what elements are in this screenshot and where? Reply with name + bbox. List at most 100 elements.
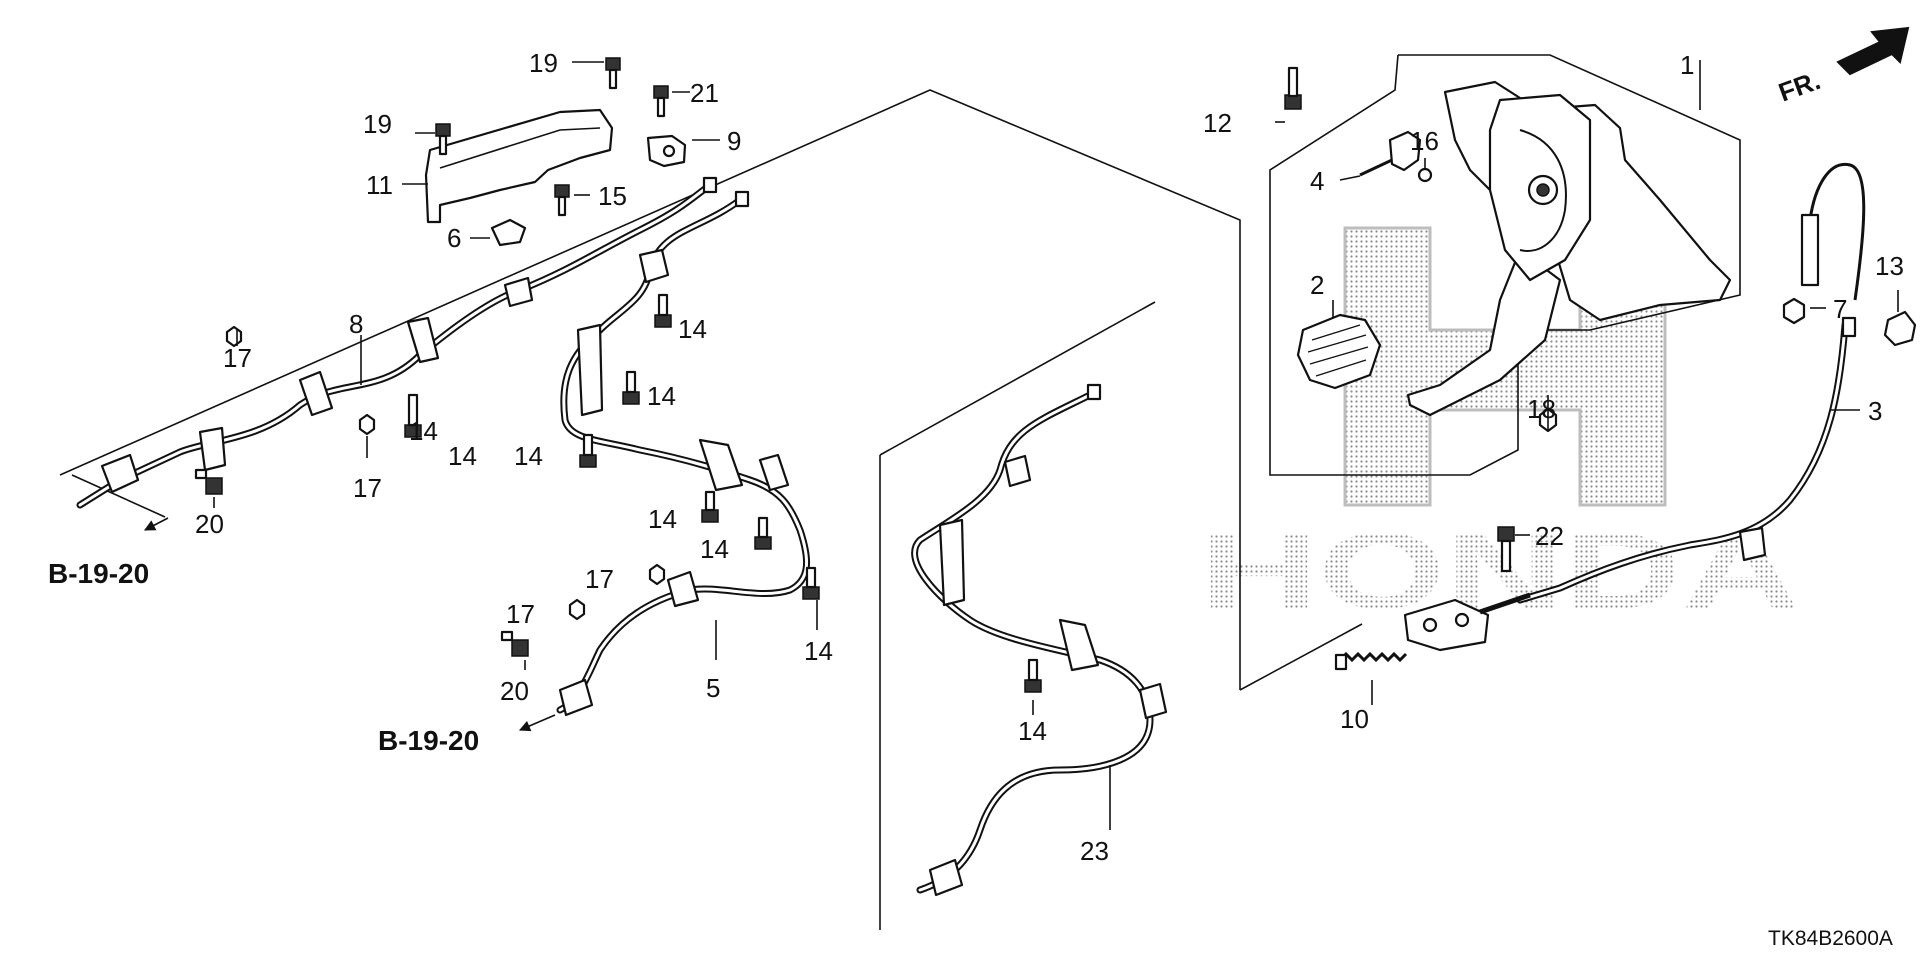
b1920-arrow-upper [144,517,169,531]
cable-3-upper-wire [1808,162,1866,301]
callout-17: 17 [223,343,252,373]
cable-5-bracket-a [576,323,604,417]
bolt-14-a [404,393,422,438]
cable-5 [556,190,811,717]
cover-plate-rib [439,127,601,169]
cable-5-bracket-b [698,438,744,492]
rear-cable-group-outline [59,89,1241,690]
pedal-assembly-outline [1269,54,1741,476]
fasteners [194,57,1917,693]
cable-23-end-bracket [928,858,964,897]
callout-19: 19 [529,48,558,78]
bolt-14-c [622,370,640,405]
cable-8 [76,176,718,509]
spring-10-end [1334,653,1348,671]
cable-5-bracket-c [758,453,790,492]
callout-16: 16 [1410,126,1439,156]
equalizer-assembly [1334,592,1531,671]
left-cable-leader [71,474,166,518]
callout-5: 5 [706,673,720,703]
cable-8-clip-b [298,370,334,417]
callout-20-b: 20 [500,676,529,706]
clip-16 [1417,167,1433,183]
bolt-14-d [579,433,597,468]
spring-10 [1338,651,1408,663]
cable-3-upper-end [1800,213,1820,287]
cable-23-end-fitting [1086,383,1102,401]
callout-22: 22 [1535,521,1564,551]
pedal-pad-ribs [1307,324,1369,377]
callout-15: 15 [598,181,627,211]
cable-5-clip-a [638,248,670,284]
bolt-12 [1284,66,1302,110]
switch-4 [1388,130,1422,172]
frame-lines [59,54,1741,930]
cable-5-end-bracket [558,678,594,717]
callout-6: 6 [447,223,461,253]
bolt-14-f [754,516,772,550]
front-arrow [1836,26,1910,76]
callout-7: 7 [1833,294,1847,324]
bolt-14-e [701,490,719,523]
pedal-pad-2 [1296,313,1382,390]
callout-1: 1 [1680,50,1694,80]
callout-11: 11 [366,170,393,200]
cable-8-clip-c [406,316,440,364]
cover-plate [424,108,614,224]
callout-2: 2 [1310,270,1324,300]
cable-8-end-bracket [100,453,140,494]
cable-3-grommet [1841,316,1857,338]
front-label: FR. [1775,65,1825,108]
clamp-9-hole [662,144,676,158]
equalizer-rod [1479,592,1531,615]
cable-23-bracket-a [938,518,966,607]
cover-plate-assembly [424,108,687,247]
callout-19-b: 19 [363,109,392,139]
nut-17-b [358,413,376,436]
callout-17-d: 17 [506,599,535,629]
cable-23 [911,383,1168,897]
callout-20: 20 [195,509,224,539]
bolt-21 [653,85,669,118]
pedal-arm [1406,248,1562,417]
cable-3-clip [1738,526,1767,562]
bolt-19-lower [435,123,451,156]
callout-14-c: 14 [678,314,707,344]
pedal-sector-slot [1519,129,1567,252]
lower-rear-frame [1239,623,1363,691]
callout-12: 12 [1203,108,1232,138]
cable-8-clip-d [503,276,534,308]
clip-13 [1883,310,1917,347]
switch-4-pin [1359,158,1393,177]
callout-14-g: 14 [700,534,729,564]
rear-cable-detail-outline [879,301,1156,456]
cable-23-clip-b [1138,682,1168,720]
callout-14: 14 [448,441,477,471]
nut-17-d [568,598,586,621]
reference-label-upper: B-19-20 [48,558,149,589]
callout-14-i: 14 [1018,716,1047,746]
callout-9: 9 [727,126,741,156]
callout-numbers: 1 2 3 4 5 6 7 8 9 10 11 12 13 14 15 16 1… [195,48,1904,866]
bolt-14-b [654,293,672,328]
equalizer-bracket [1403,598,1490,652]
cable-23-clip-a [1003,454,1032,488]
callout-14-b: 14 [409,416,438,446]
callout-4: 4 [1310,166,1324,196]
front-direction-indicator: FR. [1775,26,1910,108]
diagram-code: TK84B2600A [1768,927,1893,950]
bracket-6 [490,218,527,247]
callout-18: 18 [1527,394,1556,424]
equalizer-hole-a [1422,617,1438,633]
bolt-14-g [802,566,820,600]
bolt-22 [1497,526,1515,573]
callout-14-f: 14 [648,504,677,534]
callout-14-h: 14 [804,636,833,666]
bolt-20-b [500,630,529,657]
cable-8-clip-a [198,426,227,472]
callout-14-d: 14 [647,381,676,411]
bolt-15 [554,184,570,217]
callout-8: 8 [349,309,363,339]
cable-5-end-fitting [734,190,750,208]
